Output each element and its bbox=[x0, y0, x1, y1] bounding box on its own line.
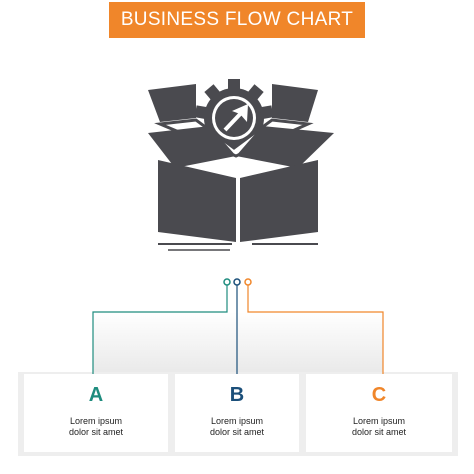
box-body-left bbox=[158, 160, 236, 242]
connector-panel bbox=[93, 312, 383, 374]
box-flap-right bbox=[236, 126, 334, 168]
box-lid-left bbox=[148, 84, 196, 122]
step-letter-a: A bbox=[88, 384, 104, 406]
step-card-b: B Lorem ipsum dolor sit amet bbox=[175, 374, 299, 452]
connector-dot-c bbox=[244, 278, 252, 286]
connector-c bbox=[247, 285, 384, 374]
connector-dot-b bbox=[233, 278, 241, 286]
step-text-a-line2: dolor sit amet bbox=[68, 427, 124, 437]
box-flap-left bbox=[148, 126, 236, 168]
step-text-c-line2: dolor sit amet bbox=[351, 427, 407, 437]
step-letter-c: C bbox=[371, 384, 387, 406]
step-text-b-line1: Lorem ipsum bbox=[210, 416, 264, 426]
box-lid-right bbox=[272, 84, 318, 122]
step-card-a: A Lorem ipsum dolor sit amet bbox=[24, 374, 168, 452]
connector-a bbox=[92, 285, 228, 374]
step-card-c: C Lorem ipsum dolor sit amet bbox=[306, 374, 452, 452]
step-text-b-line2: dolor sit amet bbox=[209, 427, 265, 437]
box-body-right bbox=[240, 160, 318, 242]
step-text-a: Lorem ipsum dolor sit amet bbox=[24, 416, 168, 438]
connector-dot-a bbox=[223, 278, 231, 286]
step-text-c-line1: Lorem ipsum bbox=[352, 416, 406, 426]
open-box-gear-arrow-icon bbox=[148, 79, 334, 251]
step-text-b: Lorem ipsum dolor sit amet bbox=[175, 416, 299, 438]
step-text-a-line1: Lorem ipsum bbox=[69, 416, 123, 426]
step-letter-b: B bbox=[229, 384, 245, 406]
step-text-c: Lorem ipsum dolor sit amet bbox=[306, 416, 452, 438]
title-banner: BUSINESS FLOW CHART bbox=[109, 2, 365, 38]
arrow-icon bbox=[223, 104, 248, 132]
page-title: BUSINESS FLOW CHART bbox=[120, 9, 354, 30]
